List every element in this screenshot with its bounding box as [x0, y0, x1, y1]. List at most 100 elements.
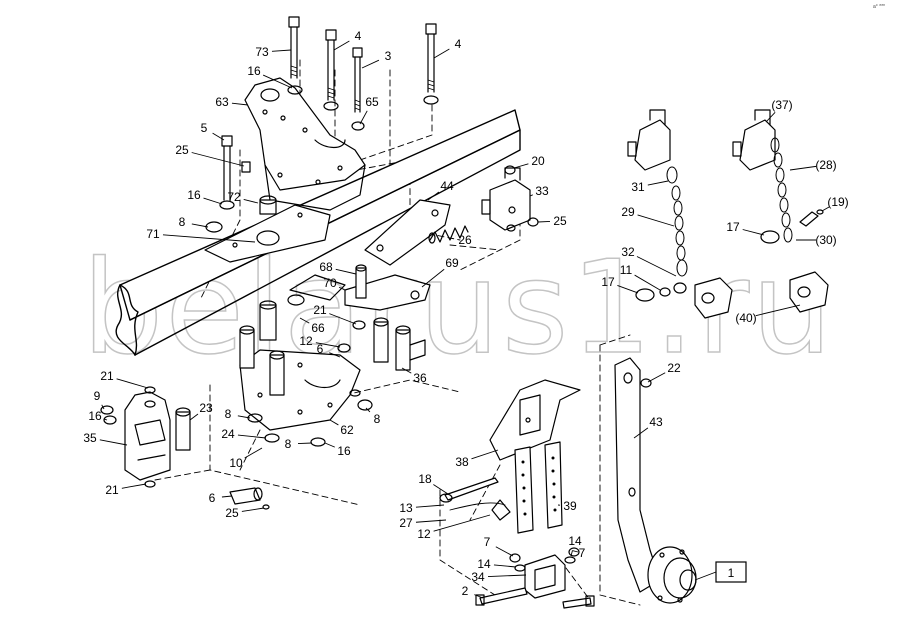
washer-33	[506, 224, 516, 232]
callout-leader	[324, 442, 335, 448]
bolt-4-right	[425, 23, 437, 93]
callout-label: 26	[458, 233, 472, 247]
callout-label: 21	[313, 303, 327, 317]
callout-label: (19)	[827, 195, 848, 209]
callout-leader	[335, 268, 357, 275]
callout-label: 8	[374, 412, 381, 426]
callout-leader	[237, 434, 267, 439]
bolt-6	[229, 487, 270, 510]
callout-leader	[572, 550, 579, 553]
callout-label: 6	[209, 491, 216, 505]
nut-21-bottom	[144, 480, 156, 488]
callout-label: 11	[620, 263, 633, 277]
callout-label: 4	[455, 37, 462, 51]
upper-bracket-63	[244, 77, 366, 211]
callout-label: 16	[337, 444, 351, 458]
washer-12-mid	[337, 343, 351, 353]
callout-label: 12	[417, 527, 431, 541]
callout-label: (40)	[735, 311, 756, 325]
callout-leader	[636, 256, 677, 277]
lower-bracket-62	[239, 325, 361, 431]
callout-leader	[433, 48, 450, 59]
callout-label: 3	[385, 49, 392, 63]
callout-label: 1	[728, 566, 735, 580]
chain-block-lower-left	[694, 277, 733, 319]
callout-leader	[401, 367, 412, 374]
callout-label: 5	[201, 121, 208, 135]
callout-leader	[495, 546, 514, 557]
callout-leader	[189, 413, 199, 421]
callout-leader	[231, 102, 249, 106]
callout-label: 7	[484, 535, 491, 549]
chain-block-40	[789, 271, 829, 313]
bracket-38	[489, 379, 581, 461]
callout-leader	[359, 110, 368, 125]
callout-label: 68	[319, 260, 333, 274]
callout-leader	[162, 234, 256, 243]
callout-leader	[116, 378, 149, 389]
callout-label: 43	[649, 415, 663, 429]
corner-mark: a° ***	[873, 4, 885, 10]
callout-label: 39	[563, 499, 577, 513]
callout-leader	[191, 152, 245, 167]
ring-17-left	[635, 288, 655, 302]
callout-leader	[329, 313, 357, 325]
spring-26	[428, 225, 469, 244]
callout-label: 36	[413, 371, 427, 385]
bolt-4-left	[325, 29, 337, 101]
callout-leader	[537, 221, 551, 223]
bolt-2	[475, 587, 528, 606]
hitch-bracket-left	[627, 109, 671, 171]
bolt-1	[562, 595, 595, 609]
clip-12	[491, 499, 511, 521]
callout-label: 8	[285, 437, 292, 451]
callout-leader	[212, 132, 225, 141]
callout-label: 18	[418, 472, 432, 486]
callout-label: 29	[621, 205, 635, 219]
callout-leader	[221, 495, 233, 498]
callout-label: 73	[255, 45, 269, 59]
washer-14-right	[564, 556, 576, 564]
bolt-5	[219, 135, 251, 210]
callout-label: 16	[187, 188, 201, 202]
nut-21-top	[144, 386, 156, 394]
link-plate-44	[364, 199, 451, 266]
washer-9	[100, 405, 114, 415]
washer-16-left	[103, 415, 117, 425]
callout-leader	[789, 165, 817, 171]
callout-label: 9	[94, 389, 101, 403]
callout-leader	[338, 286, 346, 291]
callout-label: 14	[568, 534, 582, 548]
callout-leader	[634, 274, 661, 291]
bracket-35	[124, 391, 171, 481]
callout-leader	[694, 571, 717, 581]
callout-label: 12	[299, 334, 313, 348]
washer-14-left	[514, 564, 526, 572]
callout-leader	[765, 111, 776, 123]
chain-27	[449, 502, 506, 511]
pin-18	[439, 477, 499, 503]
bushing-66	[259, 294, 305, 341]
callout-label: 17	[726, 220, 740, 234]
hub-45	[647, 546, 697, 604]
washer-24	[264, 433, 280, 443]
bolt-73	[288, 16, 300, 79]
callout-label: 20	[531, 154, 545, 168]
callout-label: 32	[621, 245, 635, 259]
callout-leader	[244, 447, 263, 459]
callout-leader	[755, 304, 801, 317]
callout-leader	[821, 206, 830, 212]
callout-label: 35	[83, 431, 97, 445]
nut-21-mid	[352, 320, 366, 330]
callout-label: 72	[227, 190, 241, 204]
callout-leader	[299, 317, 310, 324]
callout-label: 21	[100, 369, 114, 383]
callout-leader	[243, 198, 259, 204]
callout-label: 63	[215, 95, 229, 109]
callout-label: 10	[229, 456, 243, 470]
callout-label: 34	[471, 570, 485, 584]
callout-box-45	[715, 561, 747, 583]
callout-label: 66	[311, 321, 325, 335]
